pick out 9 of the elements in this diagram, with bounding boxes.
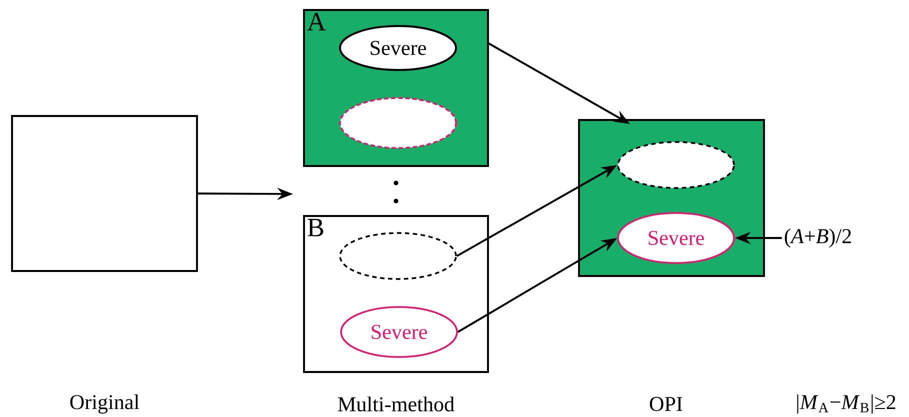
empty-ellipse bbox=[617, 141, 735, 189]
column-caption: OPI bbox=[650, 396, 682, 412]
column-caption: Original bbox=[70, 394, 140, 414]
formula-text: (A+B)/2 bbox=[784, 228, 851, 248]
image-box bbox=[11, 115, 198, 272]
column-caption: Multi-method bbox=[338, 396, 454, 412]
empty-ellipse bbox=[339, 97, 457, 149]
empty-ellipse bbox=[339, 232, 457, 280]
column-caption: |M$_{A}$−M$_{B}$|≥2 bbox=[797, 394, 896, 414]
